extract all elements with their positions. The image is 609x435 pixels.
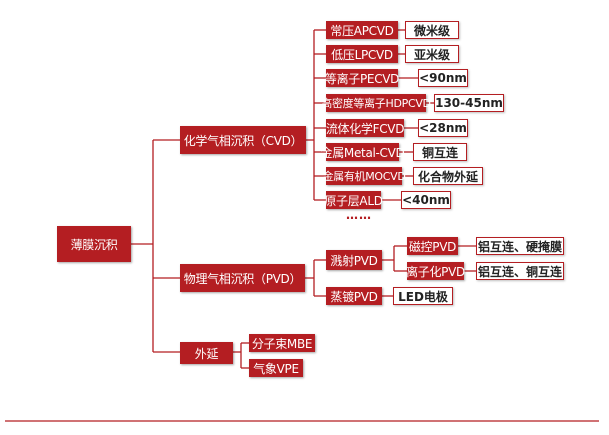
cvd-item-mocvd: 金属有机MOCVD (322, 167, 406, 185)
cvd-item-apcvd: 常压APCVD (326, 21, 398, 39)
root-node: 薄膜沉积 (57, 226, 131, 262)
cvd-more-ellipsis: …… (346, 208, 372, 222)
cvd-note-ald: <40nm (401, 191, 451, 209)
cvd-item-hdpcvd: 高密度等离子HDPCVD (321, 94, 431, 112)
cvd-note-metal-cvd: 铜互连 (413, 143, 467, 161)
cvd-note-lpcvd: 亚米级 (405, 45, 459, 63)
pvd-evap-node: 蒸镀PVD (326, 287, 382, 305)
pvd-sputter-node: 溅射PVD (326, 250, 382, 270)
cvd-item-lpcvd: 低压LPCVD (326, 45, 398, 63)
epi-node: 外延 (180, 342, 233, 364)
epi-vpe-node: 气象VPE (249, 359, 303, 377)
cvd-item-ald: 原子层ALD (324, 191, 383, 209)
cvd-node: 化学气相沉积（CVD） (180, 126, 306, 154)
epi-mbe-node: 分子束MBE (249, 334, 315, 352)
pvd-ionized-node: 离子化PVD (406, 262, 465, 280)
cvd-note-pecvd: <90nm (418, 69, 468, 87)
pvd-node: 物理气相沉积（PVD） (180, 264, 305, 292)
pvd-magnetron-node: 磁控PVD (407, 237, 458, 255)
pvd-ionized-note: 铝互连、铜互连 (476, 262, 564, 280)
pvd-evap-note: LED电极 (393, 287, 453, 305)
cvd-note-apcvd: 微米级 (405, 21, 459, 39)
cvd-item-metal-cvd: 金属Metal-CVD (321, 143, 405, 161)
cvd-note-fcvd: <28nm (418, 119, 468, 137)
cvd-item-fcvd: 流体化学FCVD (326, 119, 404, 137)
cvd-note-hdpcvd: 130-45nm (434, 94, 504, 112)
cvd-item-pecvd: 等离子PECVD (325, 69, 399, 87)
cvd-note-mocvd: 化合物外延 (413, 167, 483, 185)
pvd-magnetron-note: 铝互连、硬掩膜 (476, 237, 564, 255)
